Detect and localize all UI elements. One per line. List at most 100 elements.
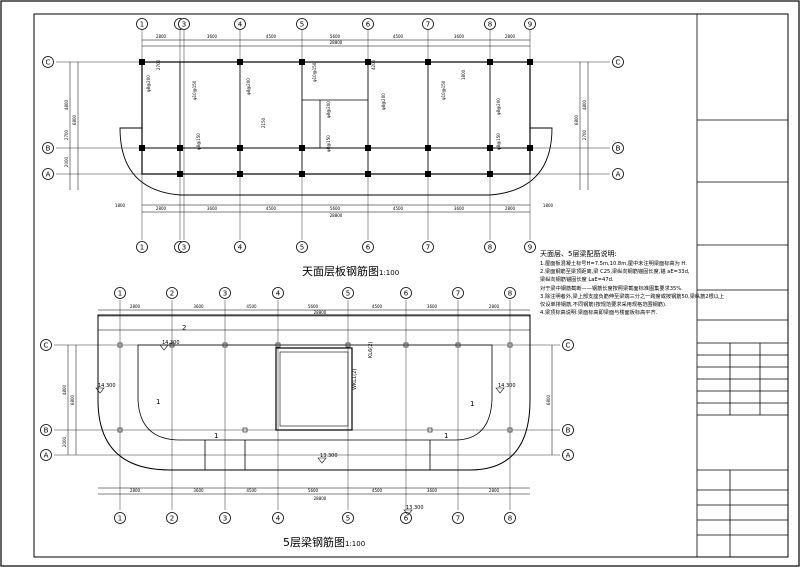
elevation-symbol <box>403 509 413 516</box>
title-block <box>696 14 788 557</box>
dimension-text: 28800 <box>314 496 327 501</box>
grid-col-top-bubble <box>219 287 231 299</box>
dimension-text: 3600 <box>207 206 218 211</box>
notes-title: 天面层、5层梁配筋说明: <box>540 250 617 258</box>
grid-col-top-label: 3 <box>182 21 186 29</box>
note-line: 2.梁面钢筋至梁顶距离,梁 C25,梁纵向钢筋锚固长度,锚 aE=33d, <box>540 269 690 276</box>
grid-col-bottom-label: 7 <box>456 515 460 523</box>
grid-row-left-bubble <box>40 424 52 436</box>
grid-col-bottom-label: 8 <box>508 515 512 523</box>
grid-col-top-bubble <box>504 287 516 299</box>
dimension-text: 5600 <box>308 488 319 493</box>
column <box>507 427 513 433</box>
beam-mark: 1 <box>444 432 448 440</box>
grid-row-right-label: B <box>616 145 621 153</box>
grid-col-bottom-label: 4 <box>276 515 281 523</box>
grid-row-right-label: A <box>616 171 621 179</box>
grid-col-top-label: 6 <box>404 290 409 298</box>
grid-col-top-label: 7 <box>456 290 460 298</box>
column <box>345 342 351 348</box>
rebar-label: φ8@150 <box>196 133 201 150</box>
dimension-text: 4500 <box>266 206 277 211</box>
grid-row-left-label: A <box>46 171 51 179</box>
dimension-text: 4500 <box>266 34 277 39</box>
beam-mark: 1 <box>214 432 218 440</box>
grid-col-bottom-label: 2 <box>170 515 174 523</box>
grid-row-right-label: C <box>566 342 571 350</box>
dimension-text: 3600 <box>454 206 465 211</box>
grid-col-bottom-bubble <box>114 512 126 524</box>
rebar-label: 1800 <box>461 69 466 80</box>
grid-row-left-label: C <box>46 59 51 67</box>
grid-col-top-label: 3 <box>223 290 227 298</box>
grid-col-top-label: 4 <box>276 290 281 298</box>
grid-col-top-label: 8 <box>508 290 512 298</box>
elevation-symbol <box>95 387 105 394</box>
dimension-text: 1800 <box>543 203 554 208</box>
dimension-text: 2000 <box>62 436 67 447</box>
plan1-scale: 1:100 <box>379 269 400 277</box>
column <box>117 427 123 433</box>
grid-col-bottom-bubble <box>272 512 284 524</box>
rebar-label: φ8@150 <box>496 133 501 150</box>
note-line: 3.除注明者外,梁上部支座负筋伸至梁端三分之一跨度或按钢筋50,梁纵筋2根以上 <box>540 293 725 300</box>
dimension-text: 3600 <box>454 34 465 39</box>
dimension-text: 4800 <box>62 384 67 395</box>
rebar-label: 4200 <box>371 59 376 70</box>
dimension-text: 4500 <box>393 34 404 39</box>
dimension-text: 28800 <box>330 40 343 45</box>
grid-row-right-label: C <box>616 59 621 67</box>
column <box>222 342 228 348</box>
beam-mark: 1 <box>156 398 160 406</box>
dimension-text: 4500 <box>246 304 257 309</box>
grid-col-bottom-label: 6 <box>404 515 409 523</box>
grid-col-top-bubble <box>272 287 284 299</box>
grid-col-top-label: 1 <box>140 21 144 29</box>
dimension-text: 4500 <box>246 488 257 493</box>
grid-col-top-bubble <box>342 287 354 299</box>
grid-col-bottom-label: 6 <box>366 244 371 252</box>
grid-col-top-bubble <box>178 18 190 30</box>
rebar-label: φ10@150 <box>312 62 317 82</box>
rebar-label: φ8@150 <box>326 135 331 152</box>
plan1-title: 天面层板钢筋图1:100 <box>302 266 399 277</box>
dimension-text: 5600 <box>308 304 319 309</box>
rebar-label: 2700 <box>156 59 161 70</box>
grid-col-top-label: 4 <box>238 21 243 29</box>
beam-mark: KL6(2) <box>368 342 374 358</box>
elevation-symbol <box>495 387 505 394</box>
grid-col-bottom-label: 5 <box>300 244 304 252</box>
grid-col-bottom-bubble <box>219 512 231 524</box>
grid-col-bottom-label: 4 <box>238 244 243 252</box>
column <box>403 342 409 348</box>
dimension-text: 28800 <box>330 213 343 218</box>
column <box>169 342 175 348</box>
column <box>455 342 461 348</box>
grid-col-top-label: 6 <box>366 21 371 29</box>
grid-col-top-label: 2 <box>170 290 174 298</box>
grid-col-top-bubble <box>452 287 464 299</box>
dimension-text: 2800 <box>505 34 516 39</box>
dimension-text: 2800 <box>130 488 141 493</box>
dimension-text: 2800 <box>489 304 500 309</box>
grid-col-bottom-label: 3 <box>223 515 227 523</box>
rebar-label: φ8@200 <box>146 75 151 92</box>
grid-row-left-bubble <box>42 56 54 68</box>
beam-mark: WKL1(2) <box>352 369 358 390</box>
plan2-title-text: 5层梁钢筋图 <box>283 536 345 549</box>
grid-row-right-bubble <box>612 168 624 180</box>
grid-col-top-bubble <box>422 18 434 30</box>
grid-col-bottom-bubble <box>234 241 246 253</box>
grid-col-bottom-bubble <box>342 512 354 524</box>
plan2-title: 5层梁钢筋图1:100 <box>283 537 365 548</box>
grid-col-top-bubble <box>524 18 536 30</box>
grid-row-right-bubble <box>612 56 624 68</box>
dimension-text: 4500 <box>393 206 404 211</box>
note-line: 梁纵向钢筋锚固长度 LaE=47d. <box>540 277 614 284</box>
grid-row-left-bubble <box>42 142 54 154</box>
grid-row-left-label: B <box>44 427 49 435</box>
grid-col-top-bubble <box>400 287 412 299</box>
grid-col-top-label: 9 <box>528 21 532 29</box>
grid-row-left-bubble <box>42 168 54 180</box>
